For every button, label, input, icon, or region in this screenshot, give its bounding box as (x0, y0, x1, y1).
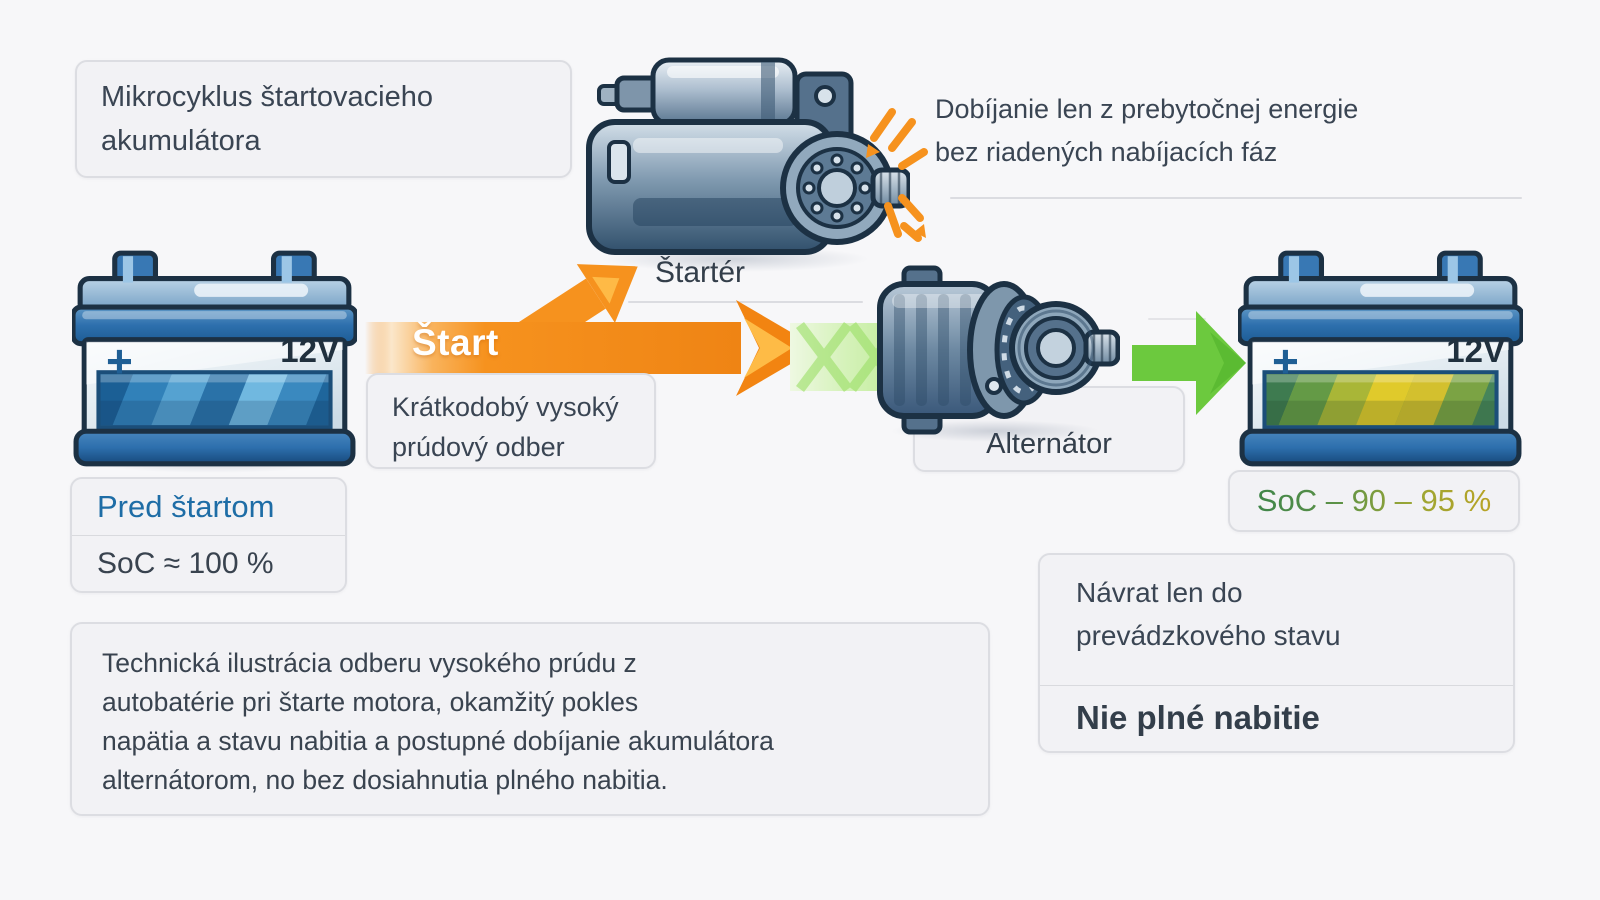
charge-note-underline (950, 197, 1522, 199)
starter-underline (628, 301, 863, 303)
return-note-line1: Návrat len do (1076, 577, 1243, 608)
spark-icon (840, 100, 930, 260)
caption-line4: alternátorom, no bez dosiahnutia plného … (102, 765, 668, 795)
charge-arrow-icon (1132, 306, 1247, 418)
return-note-line2: prevádzkového stavu (1076, 620, 1341, 651)
page-title: Mikrocyklus štartovacieho akumulátora (101, 81, 433, 157)
start-detail-line1: Krátkodobý vysoký (392, 392, 619, 422)
caption-line2: autobatérie pri štarte motora, okamžitý … (102, 687, 639, 717)
caption-line3: napätia a stavu nabitia a postupné dobíj… (102, 726, 774, 756)
start-label: Štart (412, 322, 499, 363)
caption-line1: Technická ilustrácia odberu vysokého prú… (102, 648, 637, 678)
start-detail-line2: prúdový odber (392, 432, 565, 462)
battery-before-plus-sign: + (106, 335, 133, 387)
caption-panel: Technická ilustrácia odberu vysokého prú… (70, 622, 990, 816)
battery-before-voltage: 12V (280, 332, 339, 369)
title-panel: Mikrocyklus štartovacieho akumulátora (75, 60, 572, 178)
layout-line-segment (1148, 318, 1206, 320)
pre-start-soc-value: SoC ≈ 100 % (97, 547, 274, 580)
return-panel-divider (1040, 685, 1513, 686)
soc-after-panel: SoC – 90 – 95 % (1228, 470, 1520, 532)
not-full-charge-label: Nie plné nabitie (1076, 699, 1320, 736)
soc-after-value: SoC – 90 – 95 % (1256, 483, 1492, 518)
start-arrow-icon (360, 250, 830, 415)
pre-start-state-label: Pred štartom (97, 489, 275, 524)
alternator-icon (872, 260, 1121, 438)
starter-label: Štartér (654, 256, 746, 289)
alternator-label: Alternátor (986, 428, 1112, 460)
battery-after-voltage: 12V (1446, 332, 1505, 369)
start-detail-panel: Krátkodobý vysoký prúdový odber (366, 373, 656, 469)
return-note-panel: Návrat len do prevádzkového stavu Nie pl… (1038, 553, 1515, 753)
charge-note-line2: bez riadených nabíjacích fáz (935, 137, 1278, 167)
battery-after-icon: + 12V (1238, 250, 1523, 472)
charge-note-line1: Dobíjanie len z prebytočnej energie (935, 94, 1359, 124)
pre-start-panel: Pred štartom SoC ≈ 100 % (70, 477, 347, 593)
battery-after-plus-sign: + (1272, 335, 1299, 387)
starter-motor-icon (575, 46, 912, 276)
charge-note: Dobíjanie len z prebytočnej energie bez … (935, 88, 1515, 174)
battery-before-icon: + 12V (72, 250, 357, 472)
